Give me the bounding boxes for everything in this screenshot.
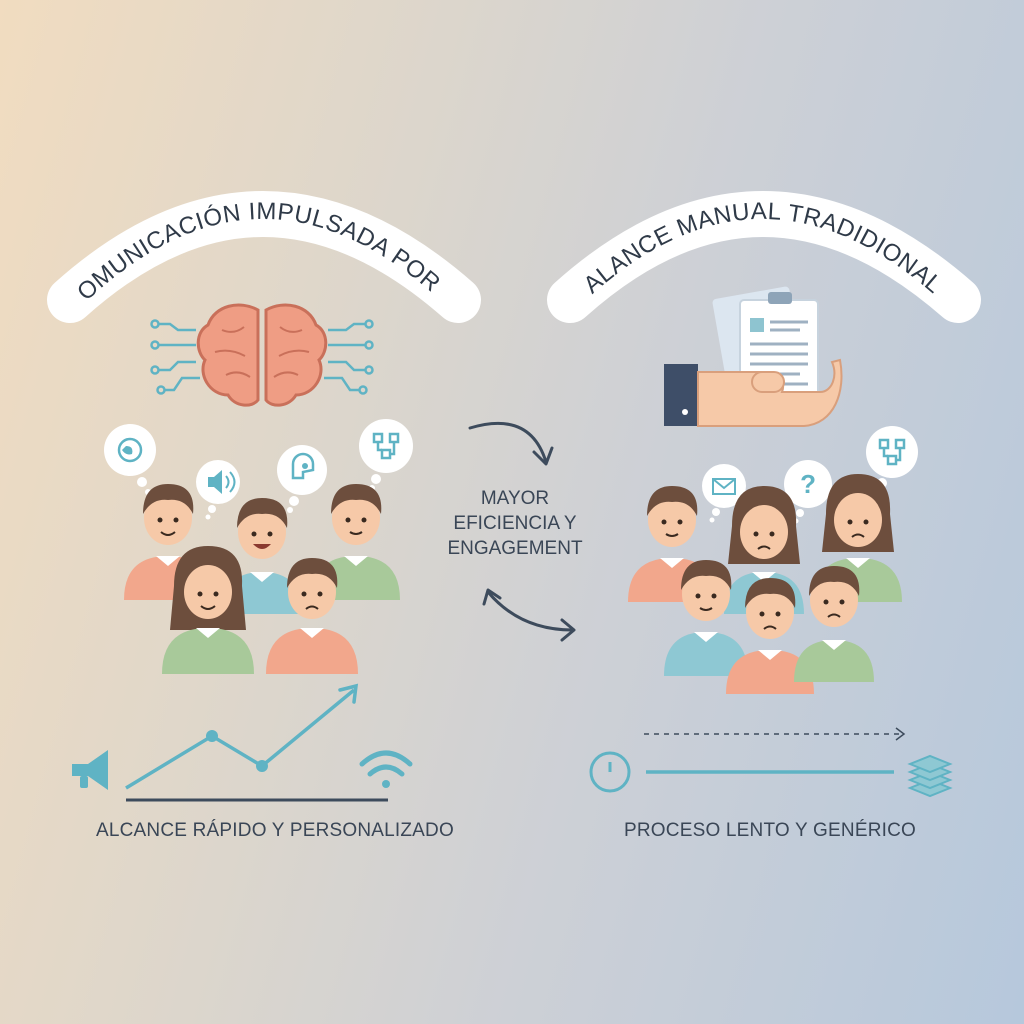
wifi-icon	[359, 750, 413, 788]
brain-icon	[196, 303, 328, 407]
person	[266, 558, 358, 674]
left-people-group	[124, 484, 400, 674]
person	[794, 566, 874, 682]
envelope-icon	[702, 464, 746, 523]
left-banner: COMUNICACIÓN IMPULSADA POR IA	[0, 0, 481, 323]
right-speech-bubbles: ?	[702, 426, 918, 524]
center-arrows	[468, 421, 576, 642]
person	[664, 560, 748, 676]
right-caption: PROCESO LENTO Y GENÉRICO	[624, 820, 916, 841]
left-speech-bubbles	[104, 419, 413, 520]
center-label-line-2: EFICIENCIA Y	[453, 513, 577, 534]
arrow-bottom	[486, 590, 574, 632]
right-people-group	[628, 474, 902, 694]
arrow-top	[468, 421, 548, 464]
circuit-icon	[150, 319, 374, 395]
timeline	[644, 727, 906, 774]
person	[162, 546, 254, 674]
left-caption: ALCANCE RÁPIDO Y PERSONALIZADO	[96, 820, 454, 841]
megaphone-icon	[72, 750, 108, 790]
speech-bubble	[359, 419, 413, 491]
question-icon: ?	[784, 460, 832, 524]
right-banner: ALANCE MANUAL TRADIDIONAL	[547, 191, 981, 323]
growth-chart	[125, 683, 388, 802]
speech-bubble	[277, 445, 327, 513]
hand-icon	[664, 358, 843, 427]
speech-bubble	[104, 424, 156, 495]
svg-text:?: ?	[800, 469, 816, 499]
stack-icon	[907, 754, 953, 798]
center-label: MAYOR EFICIENCIA Y ENGAGEMENT	[440, 486, 590, 561]
speech-bubble	[866, 426, 918, 495]
center-label-line-1: MAYOR	[480, 488, 550, 509]
center-label-line-3: ENGAGEMENT	[447, 538, 583, 559]
person	[726, 578, 814, 694]
clock-icon	[589, 751, 631, 793]
left-title: COMUNICACIÓN IMPULSADA POR IA	[0, 0, 451, 306]
right-title: ALANCE MANUAL TRADIDIONAL	[578, 198, 947, 299]
speaker-icon	[196, 460, 240, 520]
